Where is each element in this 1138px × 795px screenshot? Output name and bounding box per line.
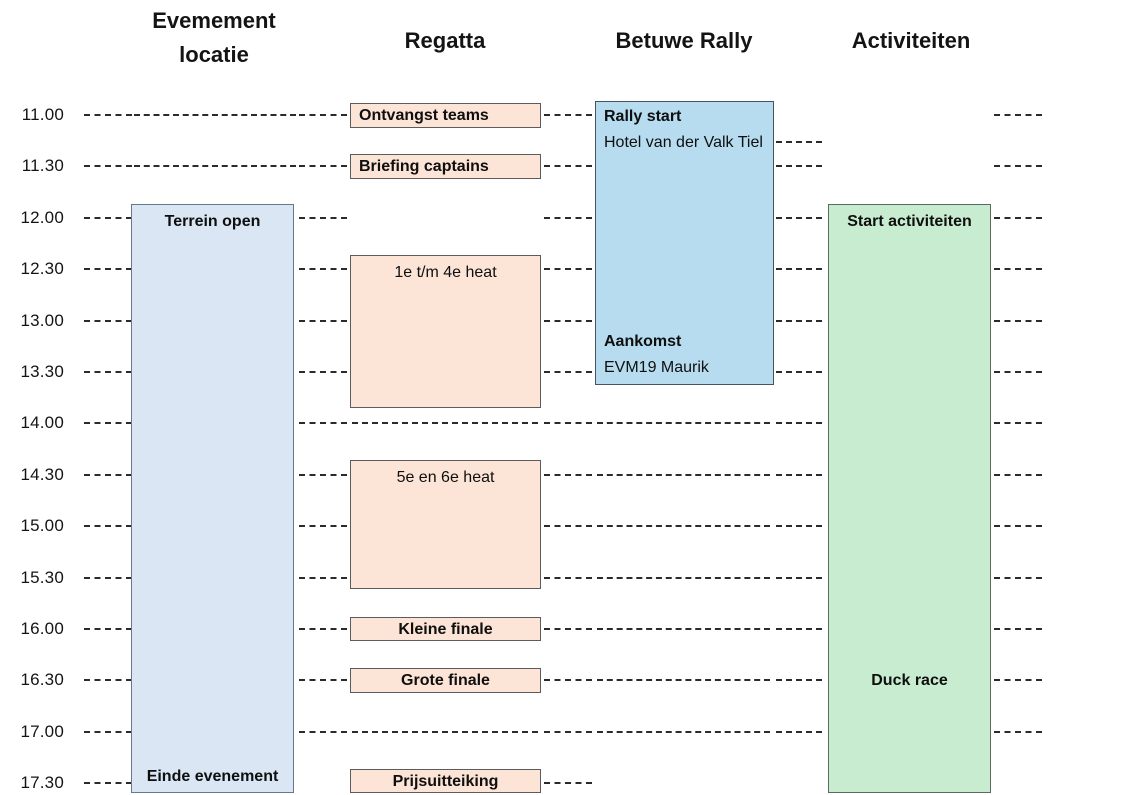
time-label-1200: 12.00: [20, 208, 64, 227]
column-header-evenement-locatie: Evemement locatie: [152, 4, 276, 72]
time-label-1330: 13.30: [20, 362, 64, 381]
event-block-heats-5-6: 5e en 6e heat: [350, 460, 541, 589]
time-label-1300: 13.00: [20, 311, 64, 330]
time-label-1630: 16.30: [20, 670, 64, 689]
column-header-activiteiten: Activiteiten: [851, 28, 971, 53]
time-label-1430: 14.30: [20, 465, 64, 484]
time-label-1400: 14.00: [20, 413, 64, 432]
rally-start-location: Hotel van der Valk Tiel: [604, 134, 763, 151]
event-block-briefing-captains: Briefing captains: [350, 154, 541, 179]
briefing-captains-label: Briefing captains: [359, 158, 489, 175]
header-line-2: locatie: [179, 42, 249, 67]
time-label-1500: 15.00: [20, 516, 64, 535]
grote-finale-label: Grote finale: [401, 672, 490, 689]
ontvangst-teams-label: Ontvangst teams: [359, 107, 489, 124]
time-label-1700: 17.00: [20, 722, 64, 741]
column-header-betuwe-rally: Betuwe Rally: [615, 28, 753, 53]
time-label-1130: 11.30: [21, 156, 64, 175]
event-block-activiteiten: Start activiteiten Duck race: [828, 204, 991, 793]
time-label-1730: 17.30: [20, 773, 64, 792]
event-block-heats-1-4: 1e t/m 4e heat: [350, 255, 541, 408]
event-block-grote-finale: Grote finale: [350, 668, 541, 693]
column-header-regatta: Regatta: [404, 28, 486, 53]
header-line-1: Evemement: [152, 8, 276, 33]
terrein-open-label: Terrein open: [164, 213, 261, 230]
time-label-1530: 15.30: [20, 568, 64, 587]
start-activiteiten-label: Start activiteiten: [847, 213, 972, 230]
event-block-terrein-open: Terrein open Einde evenement: [131, 204, 294, 793]
rally-aankomst-location: EVM19 Maurik: [604, 359, 709, 376]
heats-1-4-label: 1e t/m 4e heat: [394, 264, 497, 281]
einde-evenement-label: Einde evenement: [146, 768, 279, 785]
rally-aankomst-label: Aankomst: [604, 333, 682, 350]
kleine-finale-label: Kleine finale: [398, 621, 493, 638]
time-label-1100: 11.00: [21, 105, 64, 124]
event-block-prijsuitreiking: Prijsuitteiking: [350, 769, 541, 793]
duck-race-label: Duck race: [871, 672, 948, 689]
event-block-betuwe-rally: Rally start Hotel van der Valk Tiel Aank…: [595, 101, 774, 385]
time-label-1600: 16.00: [20, 619, 64, 638]
event-block-ontvangst-teams: Ontvangst teams: [350, 103, 541, 128]
rally-start-label: Rally start: [604, 108, 682, 125]
heats-5-6-label: 5e en 6e heat: [396, 469, 495, 486]
prijsuitreiking-label: Prijsuitteiking: [392, 773, 499, 790]
event-block-kleine-finale: Kleine finale: [350, 617, 541, 641]
time-label-1230: 12.30: [20, 259, 64, 278]
